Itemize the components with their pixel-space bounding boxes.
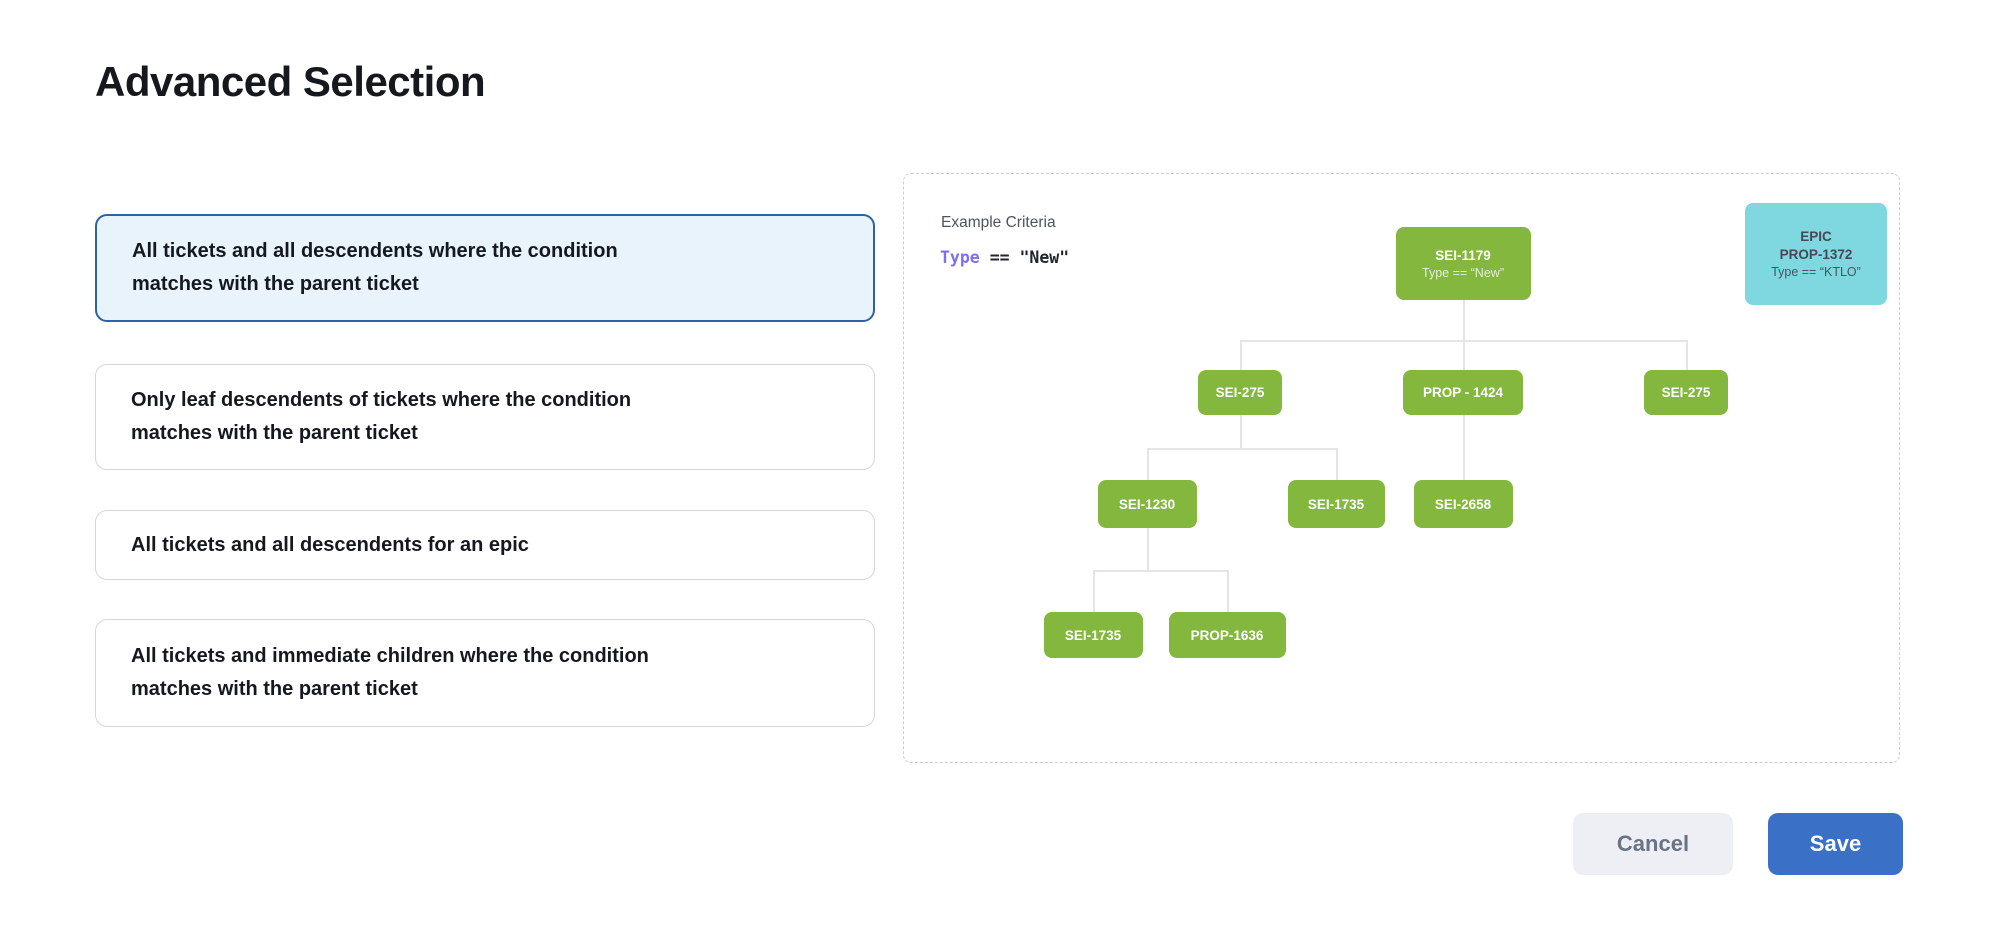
option-leaf-descendents-condition[interactable]: Only leaf descendents of tickets where t… (95, 364, 875, 470)
criteria-field: Type (940, 248, 980, 267)
page-title: Advanced Selection (95, 58, 486, 105)
option-label: Only leaf descendents of tickets where t… (131, 389, 632, 444)
criteria-value: "New" (1019, 248, 1070, 267)
option-label: All tickets and immediate children where… (131, 645, 649, 700)
criteria-operator: == (989, 248, 1010, 267)
option-label: All tickets and all descendents for an e… (131, 533, 529, 556)
option-all-descendents-epic[interactable]: All tickets and all descendents for an e… (95, 510, 875, 580)
example-criteria-expression: Type == "New" (940, 248, 1069, 267)
save-button[interactable]: Save (1768, 813, 1903, 875)
example-criteria-label: Example Criteria (941, 214, 1056, 231)
example-panel: Example Criteria Type == "New" Unselecte… (903, 173, 1900, 763)
option-immediate-children-condition[interactable]: All tickets and immediate children where… (95, 619, 875, 727)
option-label: All tickets and all descendents where th… (132, 240, 618, 295)
cancel-button[interactable]: Cancel (1573, 813, 1733, 875)
option-all-descendents-condition[interactable]: All tickets and all descendents where th… (95, 214, 875, 322)
